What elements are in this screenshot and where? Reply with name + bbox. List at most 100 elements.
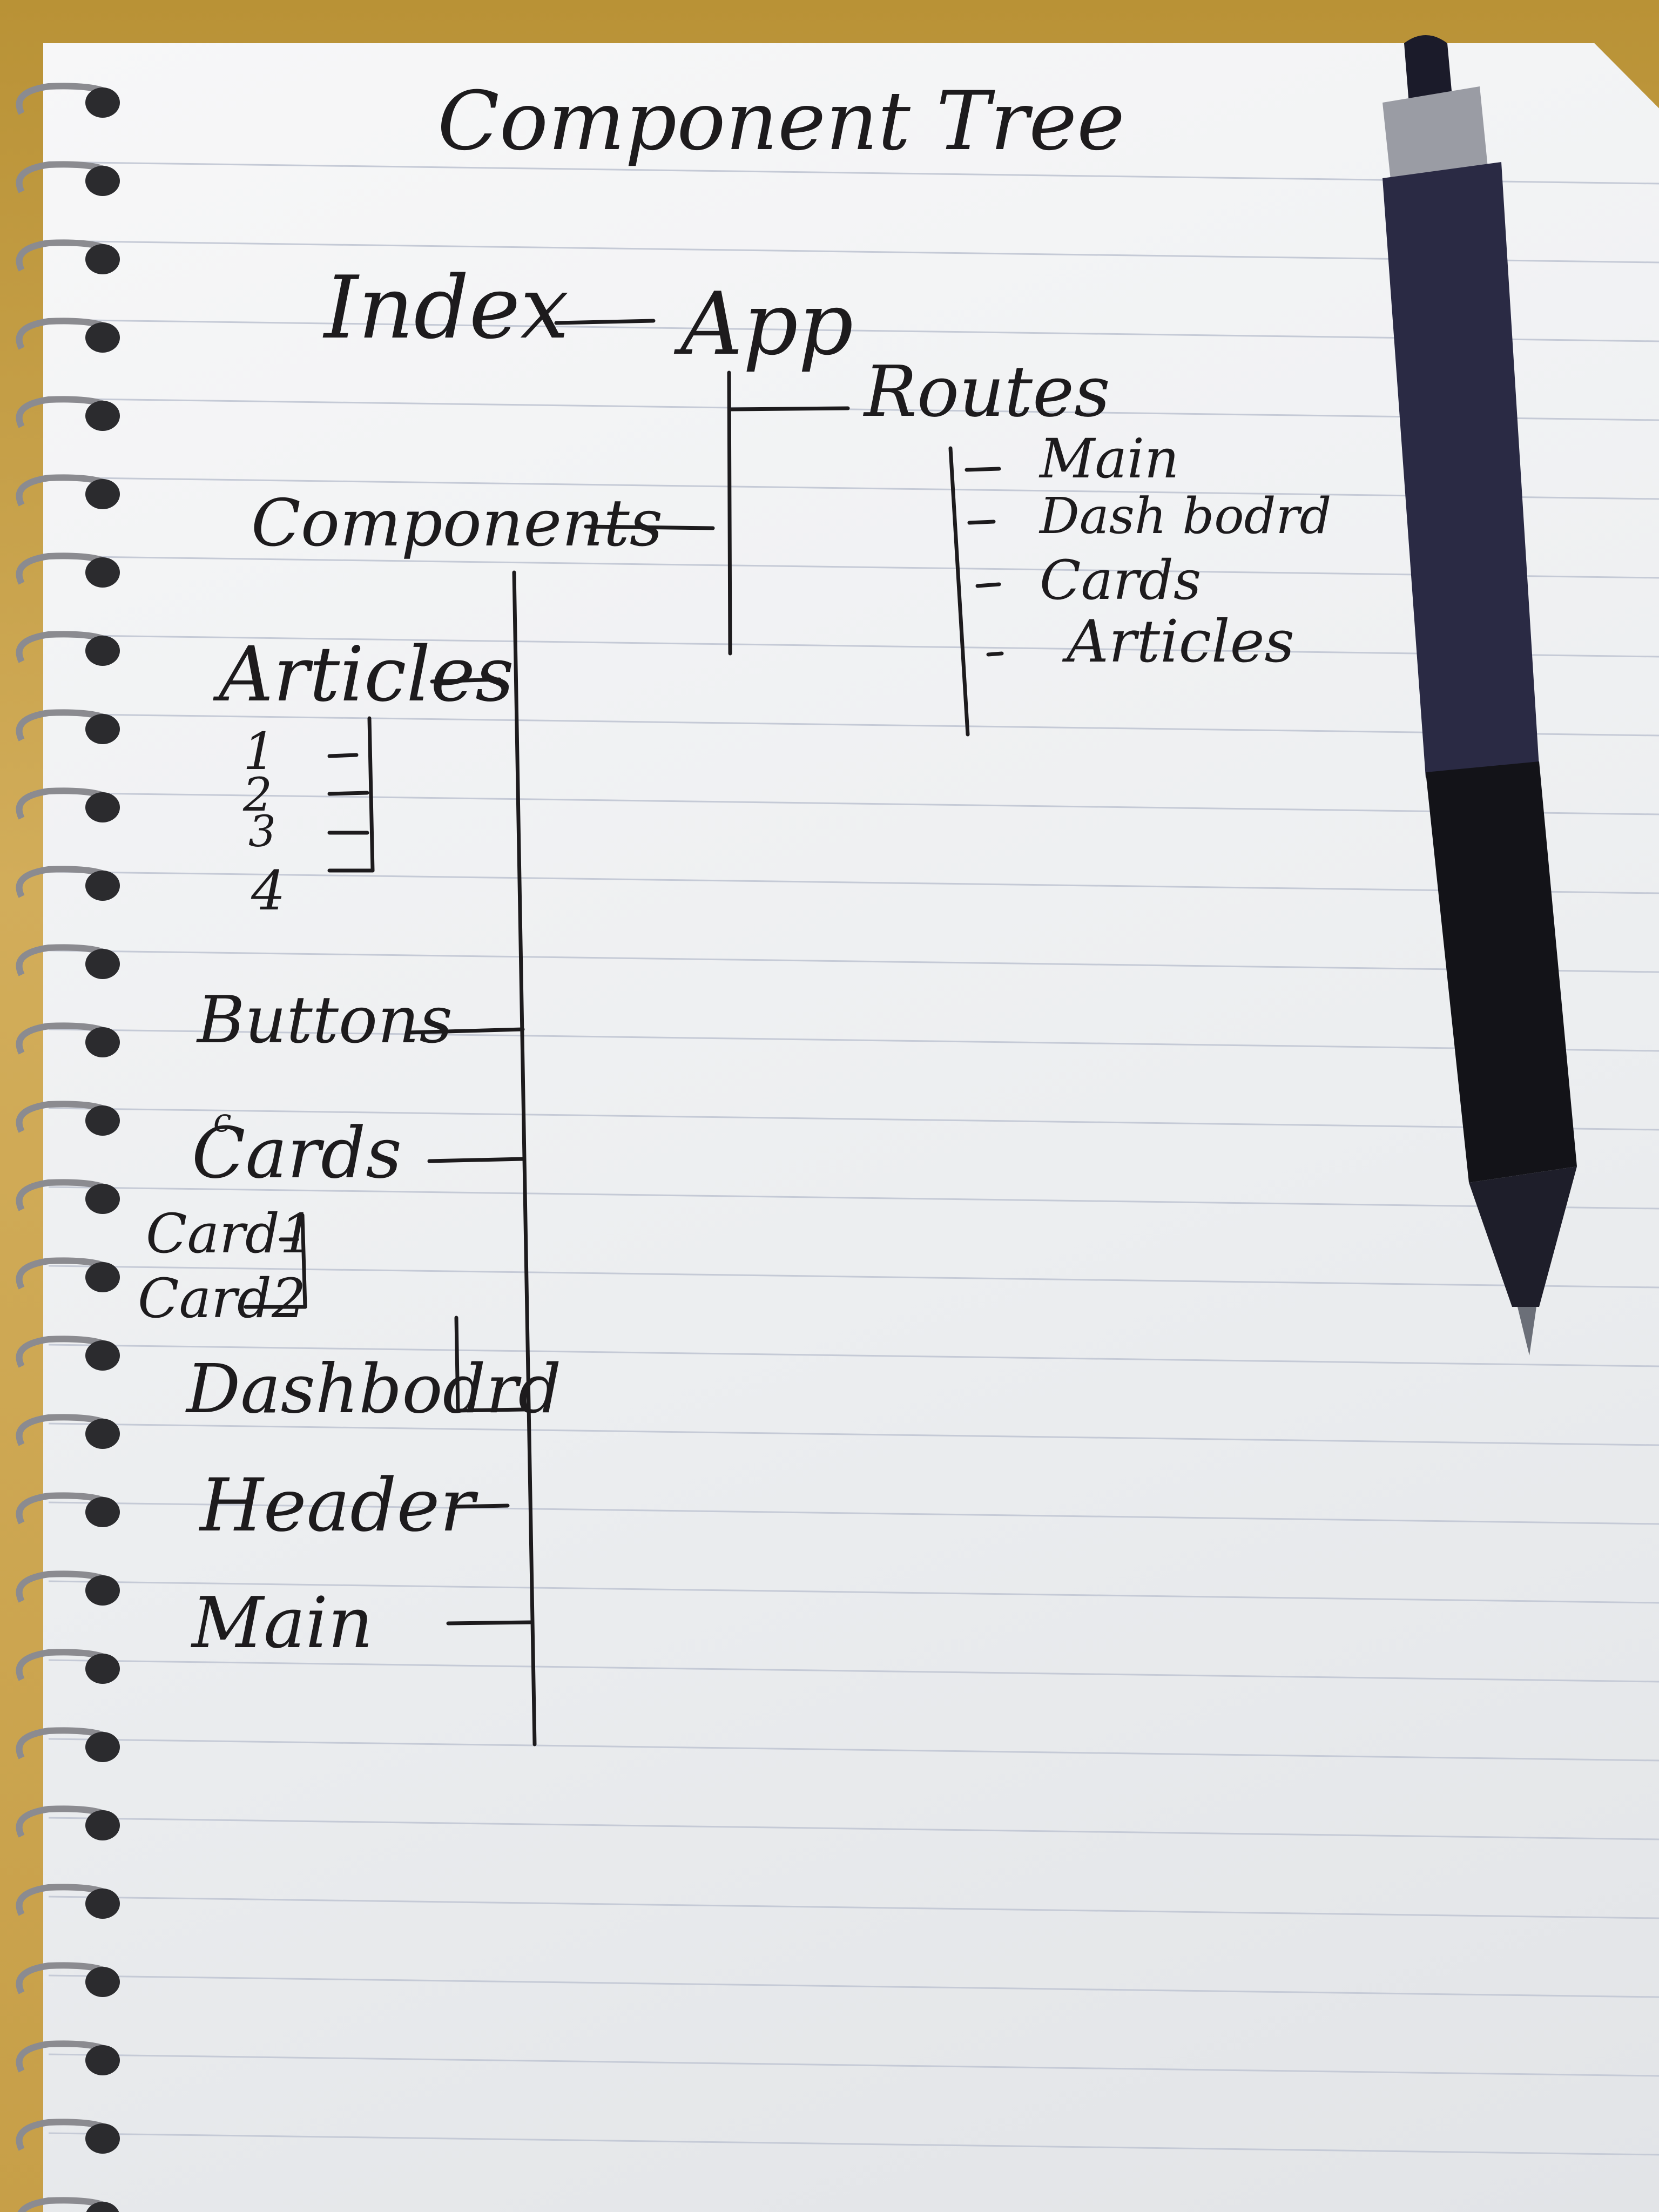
ruled-line bbox=[48, 1501, 1659, 1525]
tree-connectors bbox=[244, 319, 1004, 1746]
spiral-hole bbox=[85, 1105, 120, 1136]
article-item-4: 4 bbox=[251, 859, 286, 922]
connector-article-1 bbox=[327, 753, 359, 758]
route-item-articles: Articles bbox=[1067, 608, 1294, 676]
ruled-line bbox=[48, 397, 1659, 421]
spiral-hole bbox=[85, 557, 120, 588]
route-item-main: Main bbox=[1040, 427, 1179, 490]
spiral-binding bbox=[16, 83, 120, 2212]
node-articles: Articles bbox=[219, 631, 514, 719]
spiral-hole bbox=[85, 2045, 120, 2075]
spiral-hole bbox=[85, 1889, 120, 1919]
spiral-hole bbox=[85, 1497, 120, 1527]
spiral-hole bbox=[85, 87, 120, 118]
connector-route-main bbox=[965, 467, 1001, 472]
pen-grip bbox=[1426, 761, 1577, 1183]
ruled-lines bbox=[48, 161, 1659, 2156]
spiral-hole bbox=[85, 1810, 120, 1840]
node-dashboard: Dashbodrd bbox=[186, 1350, 562, 1428]
spiral-hole bbox=[85, 1184, 120, 1214]
spiral-hole bbox=[85, 792, 120, 822]
ruled-line bbox=[48, 1659, 1659, 1683]
ruled-line bbox=[48, 949, 1659, 973]
ruled-line bbox=[48, 1738, 1659, 1762]
pen-barrel bbox=[1382, 162, 1539, 778]
ruled-line bbox=[48, 1028, 1659, 1052]
spiral-hole bbox=[85, 401, 120, 431]
ruled-line bbox=[48, 1422, 1659, 1446]
connector-cards-sub bbox=[300, 1213, 307, 1309]
pen-tip bbox=[1518, 1307, 1536, 1355]
article-item-1: 1 bbox=[243, 722, 276, 781]
ruled-line bbox=[48, 1896, 1659, 1919]
node-header: Header bbox=[200, 1463, 475, 1548]
spiral-hole bbox=[85, 1575, 120, 1606]
spiral-hole bbox=[85, 479, 120, 509]
spiral-hole bbox=[85, 714, 120, 744]
node-components: Components bbox=[251, 486, 663, 561]
spiral-hole bbox=[85, 1732, 120, 1762]
pen bbox=[1382, 35, 1577, 1355]
spiral-hole bbox=[85, 949, 120, 979]
article-item-3: 3 bbox=[248, 806, 276, 857]
ruled-line bbox=[48, 1817, 1659, 1840]
ruled-line bbox=[48, 1265, 1659, 1289]
connector-components-app bbox=[584, 524, 715, 530]
spiral-hole bbox=[85, 871, 120, 901]
spiral-hole bbox=[85, 322, 120, 353]
connector-route-articles bbox=[986, 651, 1004, 657]
ruled-line bbox=[48, 1344, 1659, 1367]
connector-buttons bbox=[406, 1027, 525, 1035]
spiral-hole bbox=[85, 1027, 120, 1057]
connector-app-routes bbox=[728, 406, 850, 412]
connector-routes-trunk bbox=[948, 446, 970, 737]
connector-cards bbox=[427, 1157, 525, 1163]
route-item-cards: Cards bbox=[1040, 549, 1202, 612]
ruled-line bbox=[48, 1107, 1659, 1131]
pen-cone bbox=[1469, 1166, 1577, 1307]
ruled-line bbox=[48, 2132, 1659, 2156]
ruled-line bbox=[48, 1580, 1659, 1604]
connector-dashboard bbox=[456, 1407, 526, 1413]
spiral-hole bbox=[85, 2123, 120, 2154]
notebook-page bbox=[43, 43, 1659, 2212]
route-item-dashboard: Dash bodrd bbox=[1040, 487, 1332, 545]
spiral-hole bbox=[85, 1654, 120, 1684]
ruled-line bbox=[48, 555, 1659, 579]
node-buttons: Buttons bbox=[197, 983, 453, 1058]
connector-header bbox=[451, 1503, 510, 1509]
ruled-line bbox=[48, 634, 1659, 658]
connector-route-dashboard bbox=[967, 520, 996, 525]
page-title: Component Tree bbox=[437, 75, 1125, 168]
spiral-hole bbox=[85, 1967, 120, 1997]
spiral-hole bbox=[85, 244, 120, 274]
card-item-1: Card1 bbox=[146, 1202, 314, 1265]
connector-articles-sub bbox=[367, 716, 375, 873]
connector-main bbox=[446, 1620, 534, 1626]
node-routes: Routes bbox=[864, 350, 1110, 433]
ruled-line bbox=[48, 476, 1659, 500]
spiral-hole bbox=[85, 1419, 120, 1449]
connector-app-trunk bbox=[727, 370, 732, 656]
article-item-2: 2 bbox=[243, 768, 273, 822]
node-cards: Cards bbox=[192, 1112, 402, 1194]
node-app: App bbox=[680, 273, 854, 374]
spiral-hole bbox=[85, 636, 120, 666]
ruled-line bbox=[48, 1186, 1659, 1210]
spiral-hole bbox=[86, 2202, 119, 2212]
node-main: Main bbox=[192, 1582, 373, 1664]
connector-article-2 bbox=[327, 791, 369, 796]
connector-index-app bbox=[554, 319, 656, 325]
ruled-line bbox=[48, 713, 1659, 737]
card-item-2: Card2 bbox=[138, 1267, 306, 1330]
ruled-line bbox=[48, 319, 1659, 342]
ruled-line bbox=[48, 2053, 1659, 2077]
ruled-line bbox=[48, 792, 1659, 815]
ruled-line bbox=[48, 871, 1659, 894]
node-index: Index bbox=[324, 257, 569, 358]
cards-overwrite-mark: c bbox=[213, 1102, 232, 1139]
spiral-hole bbox=[85, 1262, 120, 1292]
spiral-hole bbox=[85, 166, 120, 196]
connector-articles bbox=[430, 677, 502, 684]
